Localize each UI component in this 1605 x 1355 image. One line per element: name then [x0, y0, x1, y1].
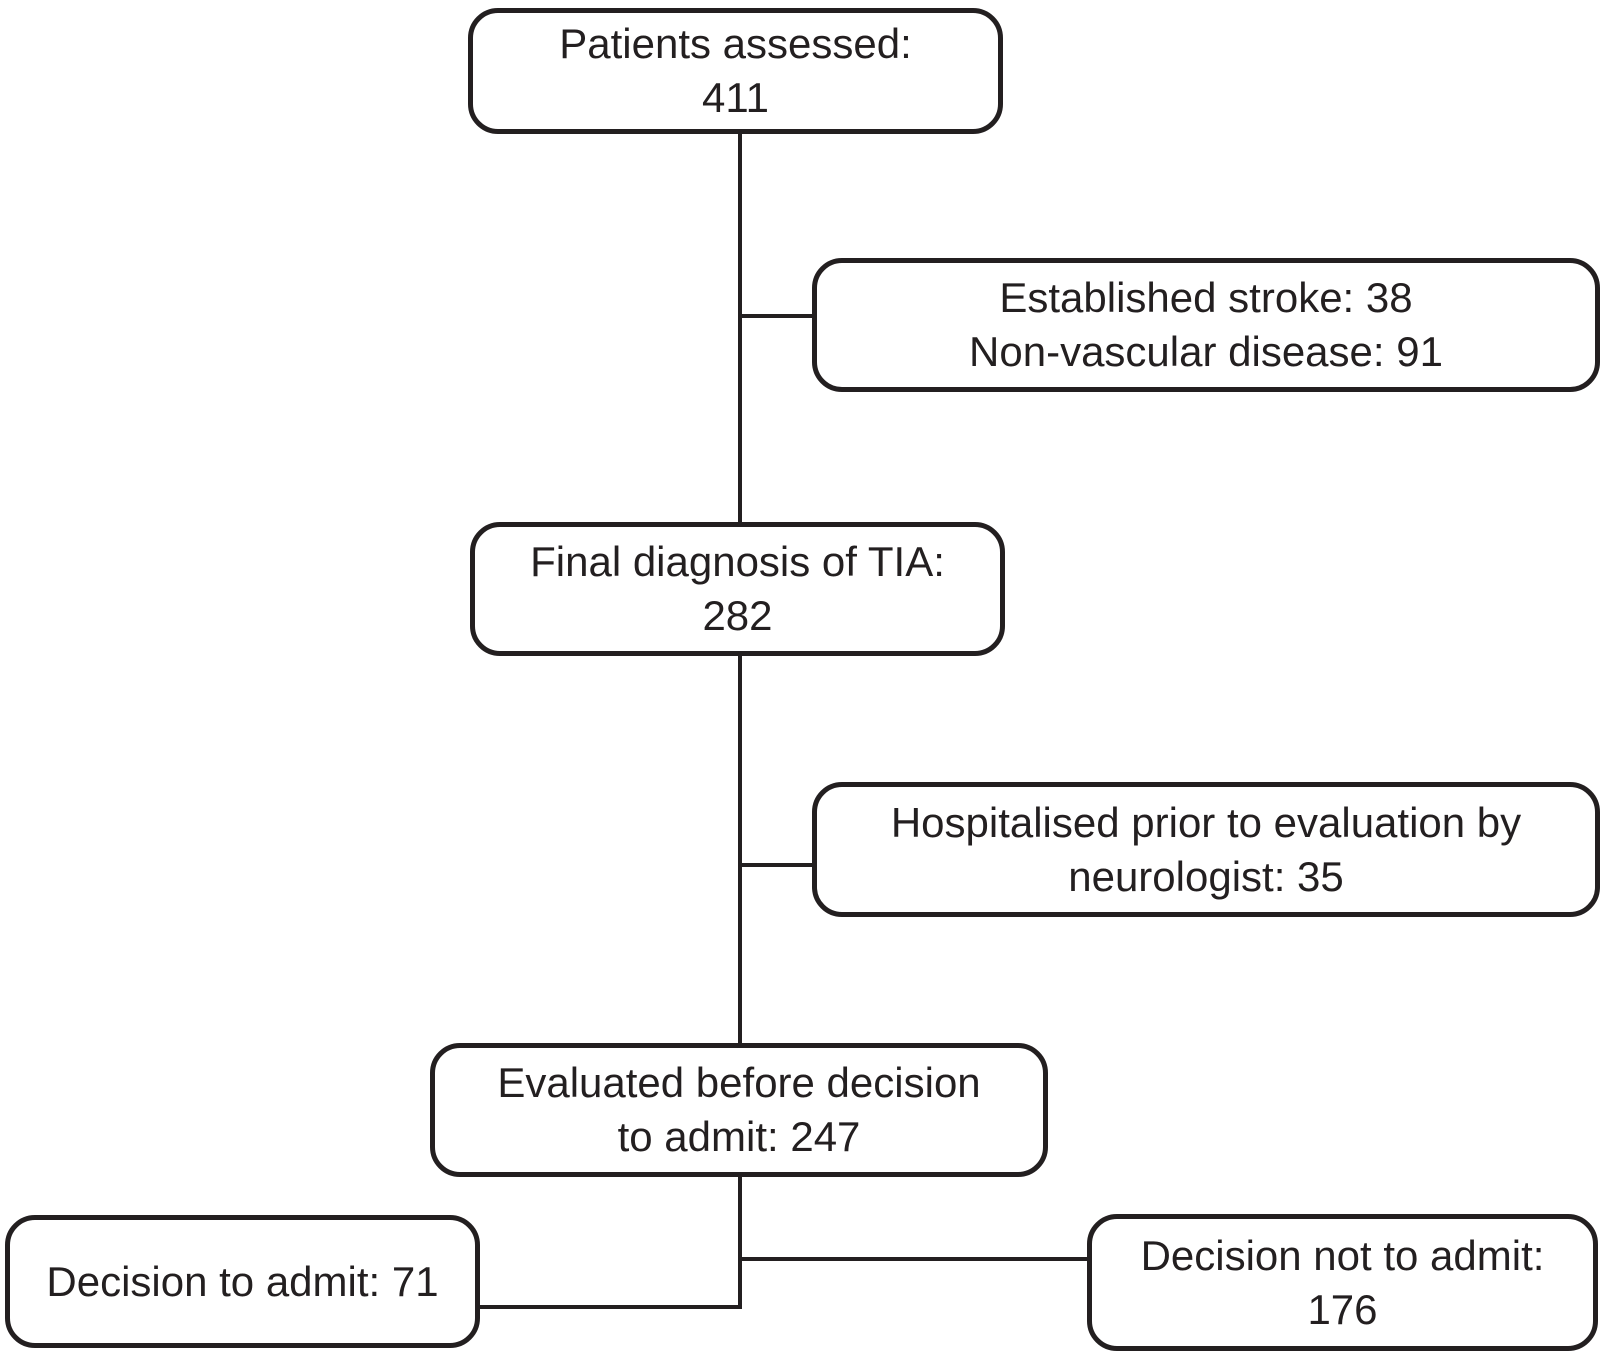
node-evaluated-before-decision: Evaluated before decision to admit: 247 [430, 1043, 1048, 1177]
node-text-line: Hospitalised prior to evaluation by [890, 798, 1522, 846]
connector-branch-excluded [742, 314, 812, 318]
node-text-line: 282 [702, 592, 773, 639]
node-text-line: Evaluated before decision [497, 1059, 981, 1107]
connector-spine-top [738, 134, 742, 522]
connector-branch-admit [480, 1305, 738, 1309]
node-text-line: neurologist: 35 [1068, 852, 1344, 900]
node-excluded-stroke-nonvascular: Established stroke: 38 Non-vascular dise… [812, 258, 1600, 392]
node-patients-assessed: Patients assessed: 411 [468, 8, 1003, 134]
node-text-line: 411 [702, 74, 769, 121]
node-text-line: Final diagnosis of TIA: [530, 538, 945, 586]
node-text-line: to admit: 247 [617, 1113, 861, 1160]
node-text-line: 176 [1307, 1285, 1378, 1333]
connector-branch-not-admit [742, 1257, 1087, 1261]
node-text-line: Decision to admit: 71 [46, 1257, 439, 1305]
node-decision-not-to-admit: Decision not to admit: 176 [1087, 1214, 1598, 1351]
connector-spine-bottom [738, 1177, 742, 1309]
connector-spine-middle [738, 656, 742, 1043]
node-final-diagnosis-tia: Final diagnosis of TIA: 282 [470, 522, 1005, 656]
node-text-line: Patients assessed: [559, 20, 912, 68]
node-hospitalised-prior-to-evaluation: Hospitalised prior to evaluation by neur… [812, 782, 1600, 917]
node-decision-to-admit: Decision to admit: 71 [5, 1215, 480, 1348]
node-text-line: Decision not to admit: [1140, 1231, 1545, 1279]
node-text-line: Established stroke: 38 [999, 274, 1413, 322]
node-text-line: Non-vascular disease: 91 [969, 328, 1443, 375]
connector-branch-hospitalised [742, 863, 812, 867]
